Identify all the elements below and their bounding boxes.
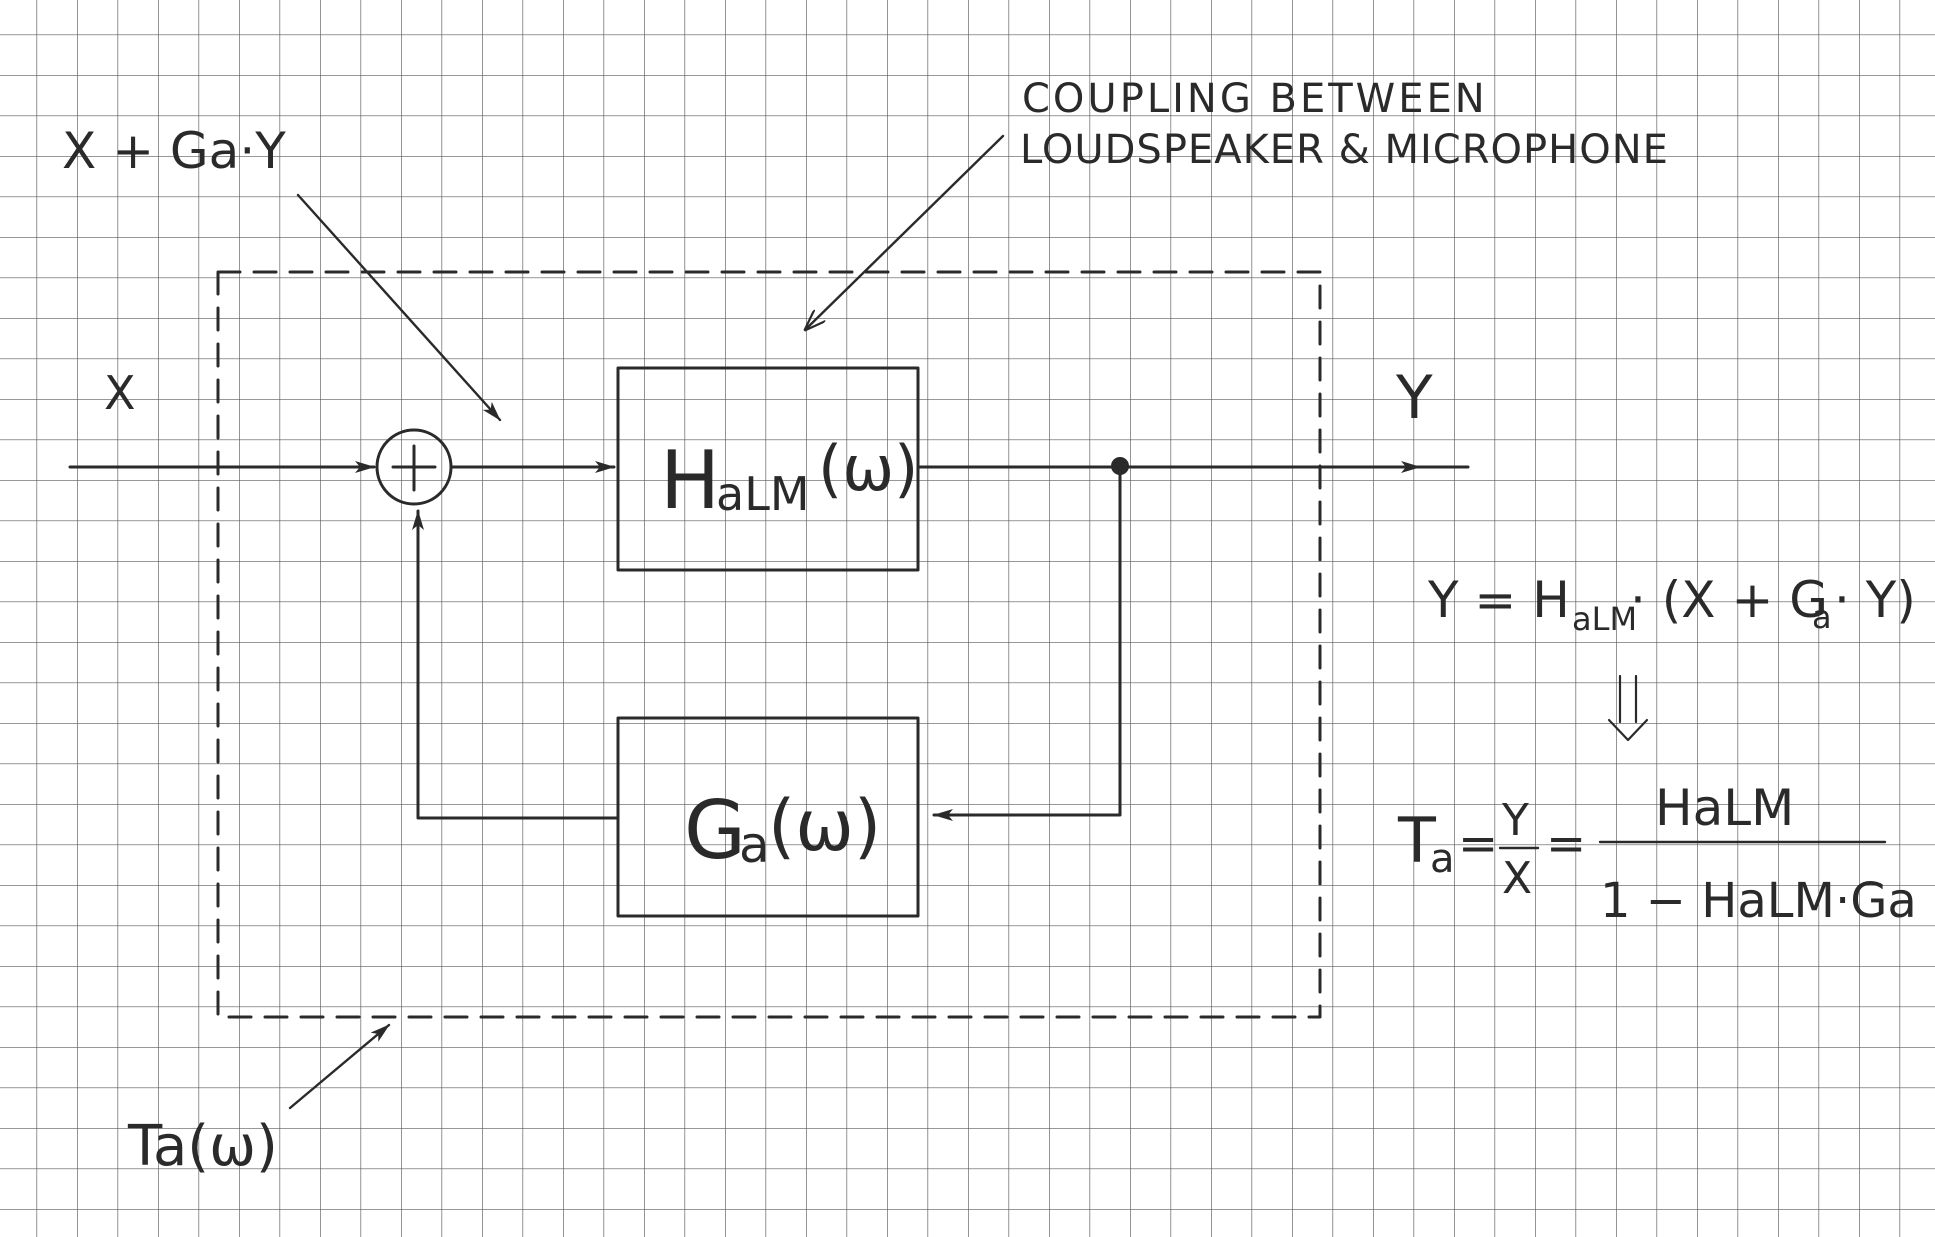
halm-arg: (ω) [818,432,918,505]
eq2-equals-1: = [1458,816,1498,872]
equation-transfer-function: T a = Y X = HaLM 1 − HaLM·Ga [1397,779,1917,929]
loop-transfer-pointer-arrow [288,1023,391,1110]
eq2-frac-num: Y [1501,795,1529,846]
loop-transfer-label: Ta(ω) [127,1114,278,1179]
eq1-sub2: a [1812,598,1832,636]
halm-block-label: H aLM (ω) [660,432,918,527]
eq1-lhs: Y = H [1427,571,1570,629]
input-label: X [104,366,136,420]
ga-arg: (ω) [768,785,881,867]
sum-signal-pointer-arrow [296,193,502,422]
coupling-pointer-arrow [805,134,1005,330]
ga-block-label: G a (ω) [684,784,881,877]
ga-sub: a [739,816,770,874]
system-boundary-dashed [216,270,1322,1019]
halm-main: H [660,434,720,527]
ga-main: G [684,784,746,877]
halm-sub: aLM [716,467,810,521]
output-label: Y [1395,363,1433,433]
halm-block [616,366,920,572]
feedback-line-to-summer [412,509,620,820]
eq2-equals-2: = [1546,816,1586,872]
coupling-label-line2: LOUDSPEAKER & MICROPHONE [1020,127,1669,173]
eq1-sub: aLM [1572,600,1637,638]
coupling-label-line1: COUPLING BETWEEN [1022,76,1488,122]
eq1-tail: · Y) [1834,571,1916,629]
implies-arrow [1607,674,1649,742]
eq1-rhs: · (X + G [1630,571,1828,629]
eq2-numerator: HaLM [1655,779,1794,837]
feedback-line-to-ga [932,465,1122,821]
sum-signal-label: X + Ga·Y [62,122,286,180]
eq2-lhs: T [1397,804,1437,877]
equation-closed-loop: Y = H aLM · (X + G a · Y) [1427,571,1916,638]
eq2-denominator: 1 − HaLM·Ga [1600,873,1917,929]
eq2-lhs-sub: a [1430,836,1455,882]
eq2-frac-den: X [1502,853,1532,904]
